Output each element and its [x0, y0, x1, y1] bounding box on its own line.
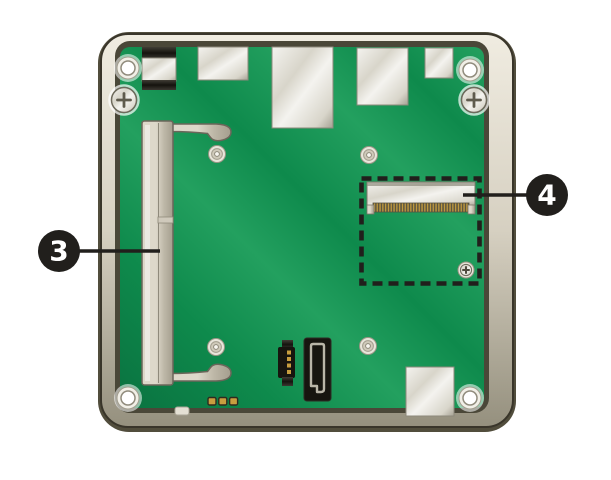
header-body	[278, 347, 295, 378]
sodimm-highlight	[145, 125, 150, 381]
solder-pad-2	[218, 396, 228, 406]
header-pin-2	[287, 357, 291, 361]
sata-key-slot	[309, 342, 326, 394]
solder-pads	[207, 396, 239, 406]
sata-connector	[303, 337, 332, 402]
standoff-center	[365, 343, 371, 349]
phillips-cross-icon	[466, 92, 482, 108]
m2-connector-top-shade	[367, 182, 475, 186]
hole-bore	[120, 60, 136, 76]
header-pin-4	[287, 370, 291, 374]
sodimm-latch-bottom	[169, 363, 232, 382]
standoff-center	[366, 152, 372, 158]
hole-bore	[120, 390, 136, 406]
standoff-top-right	[360, 146, 378, 164]
m2-module-area	[359, 176, 482, 286]
hole-bore	[462, 62, 478, 78]
mounting-hole-top-right	[456, 56, 484, 84]
callout-4-badge	[526, 174, 568, 216]
standoff-bottom-left	[207, 338, 225, 356]
m2-connector-pins	[372, 202, 470, 213]
standoff-center	[213, 344, 219, 350]
phillips-cross-icon	[462, 266, 470, 274]
solder-pad-3	[228, 396, 239, 406]
solder-pad-1	[207, 396, 217, 406]
phillips-cross-icon	[116, 92, 132, 108]
rear-connector-black-banded	[141, 47, 177, 90]
rear-connector-4	[356, 47, 409, 106]
standoff-top-left	[208, 145, 226, 163]
front-panel-header	[278, 340, 295, 386]
header-pin-1	[287, 350, 291, 355]
m2-connector-foot-right	[467, 204, 476, 215]
chassis-bottom-tab	[174, 406, 190, 416]
rear-connector-1-top-band	[142, 47, 176, 59]
rear-connector-5	[424, 47, 454, 79]
m2-connector-foot-left	[366, 204, 375, 215]
mounting-hole-bottom-right	[456, 384, 484, 412]
m2-dashed-outline	[359, 176, 482, 286]
sodimm-latch-top	[169, 123, 232, 142]
screw-halo	[108, 84, 140, 116]
callout-3-number: 3	[49, 235, 68, 268]
callout-3: 3	[38, 230, 160, 272]
mounting-hole-bottom-left	[114, 384, 142, 412]
rear-connector-1-bottom-band	[142, 80, 176, 90]
callout-4-number: 4	[537, 179, 556, 212]
standoff-center	[214, 151, 220, 157]
callout-4: 4	[463, 174, 568, 216]
rear-connector-3	[271, 46, 334, 129]
bottom-right-connector	[405, 366, 455, 417]
chassis-screw-top-right	[458, 84, 490, 116]
chassis-screw-top-left	[108, 84, 140, 116]
sodimm-slot	[141, 120, 232, 386]
callout-3-badge	[38, 230, 80, 272]
sodimm-seam	[157, 216, 174, 224]
m2-standoff-screw	[457, 261, 475, 279]
header-pin-3	[287, 363, 291, 368]
standoff-bottom-right	[359, 337, 377, 355]
rear-connector-1-body	[141, 57, 177, 82]
hole-bore	[462, 390, 478, 406]
header-bottom-tab	[282, 377, 293, 386]
header-top-tab	[282, 340, 293, 349]
rear-io-connectors	[141, 46, 454, 129]
mounting-hole-top-left	[114, 54, 142, 82]
rear-connector-2	[197, 46, 249, 81]
sodimm-body	[141, 120, 174, 386]
screw-halo	[458, 84, 490, 116]
